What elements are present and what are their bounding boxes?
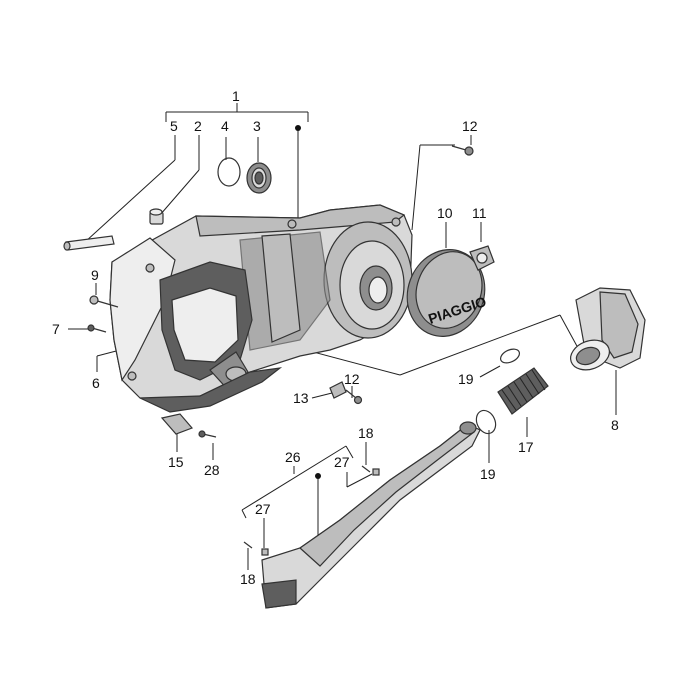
label-28: 28: [204, 462, 220, 478]
bracket-part: [160, 413, 194, 435]
label-18-lower: 18: [240, 571, 256, 587]
clip-part: [261, 548, 269, 556]
label-7: 7: [52, 321, 60, 337]
label-11: 11: [472, 205, 487, 221]
crankcase-cover: [109, 204, 413, 413]
corrugated-hose: [497, 367, 549, 415]
screw-part: [87, 324, 107, 333]
label-6: 6: [92, 375, 100, 391]
label-1: 1: [232, 88, 240, 104]
bolt-part: [451, 145, 474, 156]
screw-part: [198, 430, 217, 438]
label-27-lower: 27: [255, 501, 271, 517]
label-8: 8: [611, 417, 619, 433]
air-duct: [261, 421, 481, 609]
leader-lines: [68, 103, 617, 570]
label-4: 4: [221, 118, 229, 134]
logo-cover: PIAGGIO: [406, 249, 488, 337]
bearing-part: [246, 162, 272, 194]
label-2: 2: [194, 118, 202, 134]
label-13: 13: [293, 390, 309, 406]
part-labels: 1 2 3 4 5 6 7 8 9 10 11 12 12 13 15 17 1…: [52, 88, 619, 587]
bushing-part: [149, 208, 164, 225]
reference-dot: [315, 473, 321, 479]
label-17: 17: [518, 439, 534, 455]
clip-part: [372, 468, 380, 476]
screw-part: [89, 295, 119, 308]
circlip-part: [217, 157, 241, 187]
label-12-top: 12: [462, 118, 478, 134]
label-3: 3: [253, 118, 261, 134]
label-10: 10: [437, 205, 453, 221]
label-19-lower: 19: [480, 466, 496, 482]
label-9: 9: [91, 267, 99, 283]
hose-clamp: [475, 409, 497, 435]
label-5: 5: [170, 118, 178, 134]
bolt-part: [345, 389, 363, 405]
pin-part: [63, 235, 115, 251]
screw-part: [243, 541, 253, 549]
reference-dot: [295, 125, 301, 131]
air-intake: [570, 287, 646, 371]
label-26: 26: [285, 449, 301, 465]
hose-clamp: [499, 348, 521, 364]
bush-part: [469, 245, 495, 271]
bracket-part: [329, 381, 347, 399]
label-12-low: 12: [344, 371, 360, 387]
label-19-upper: 19: [458, 371, 474, 387]
label-27-upper: 27: [334, 454, 350, 470]
screw-part: [361, 465, 371, 473]
label-15: 15: [168, 454, 184, 470]
label-18-upper: 18: [358, 425, 374, 441]
